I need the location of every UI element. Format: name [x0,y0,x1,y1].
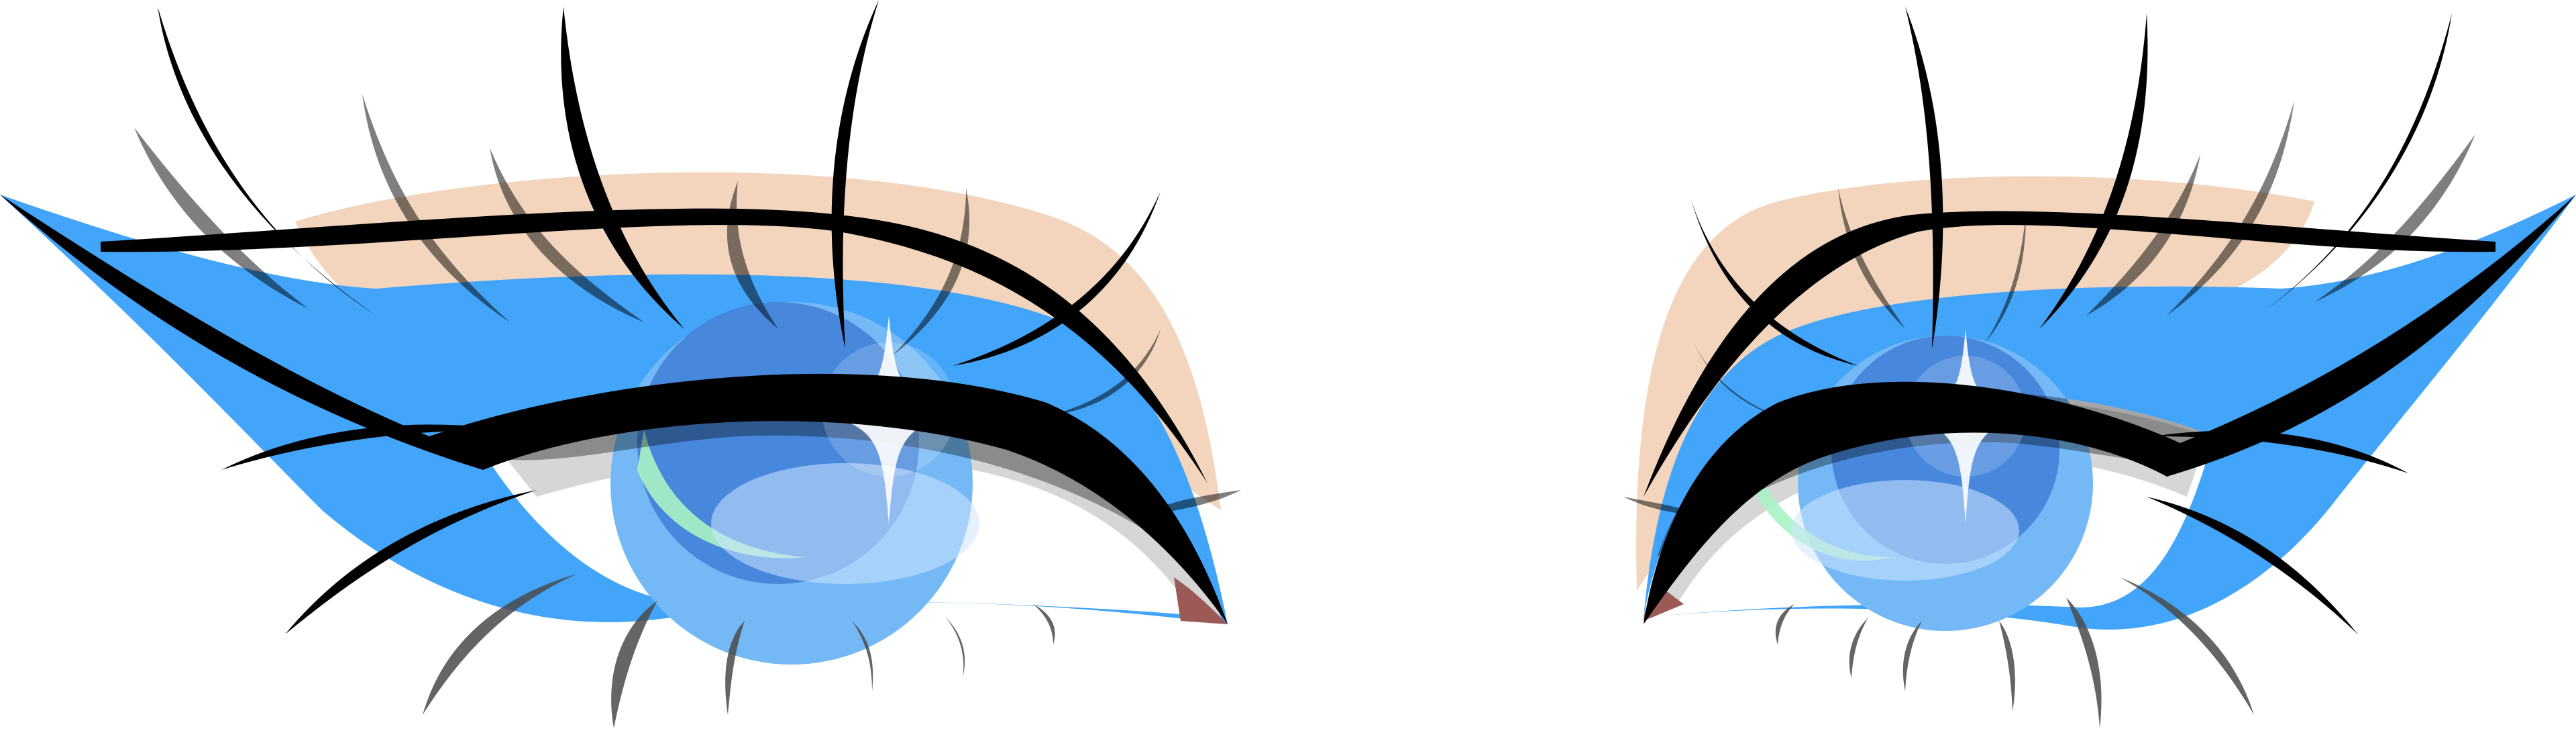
left-lash-bg-4 [727,181,778,329]
right-lower-lash-3 [1999,621,2015,712]
right-lower-lash-5 [1849,618,1868,678]
left-lower-lash-6 [1033,604,1055,644]
right-lash-bg-5 [1986,215,2026,342]
right-lash-3 [1905,7,1943,349]
right-crease [1644,211,2496,497]
right-lower-lash-6 [1775,604,1794,644]
left-lower-lash-3 [725,621,745,715]
right-lash-2 [2039,13,2148,329]
left-lash-bg-6 [1046,329,1161,416]
left-lash-bg-5 [892,188,970,356]
left-lash-lower-outer-1 [221,424,510,470]
right-lash-bg-7 [1623,497,1704,517]
left-inner-corner [1174,577,1228,624]
left-lash-3 [831,0,879,349]
left-lower-lash-2 [611,601,657,728]
left-lower-lash-5 [946,618,965,678]
left-eye [0,0,1241,728]
right-lower-lash-2 [2066,597,2102,728]
right-lash-lower-outer-1 [2153,430,2408,473]
right-lower-lash-4 [1902,621,1922,691]
left-black-wing [0,195,1228,624]
left-lash-2 [561,7,684,329]
left-lower-lash-4 [852,621,873,691]
left-iris-glow [637,430,805,558]
right-eye [1623,7,2576,728]
right-iris-reflection [1791,480,2019,581]
right-black-wing [1644,195,2576,624]
left-iris-reflection [711,463,979,584]
left-lash-bg-7 [1140,490,1241,517]
